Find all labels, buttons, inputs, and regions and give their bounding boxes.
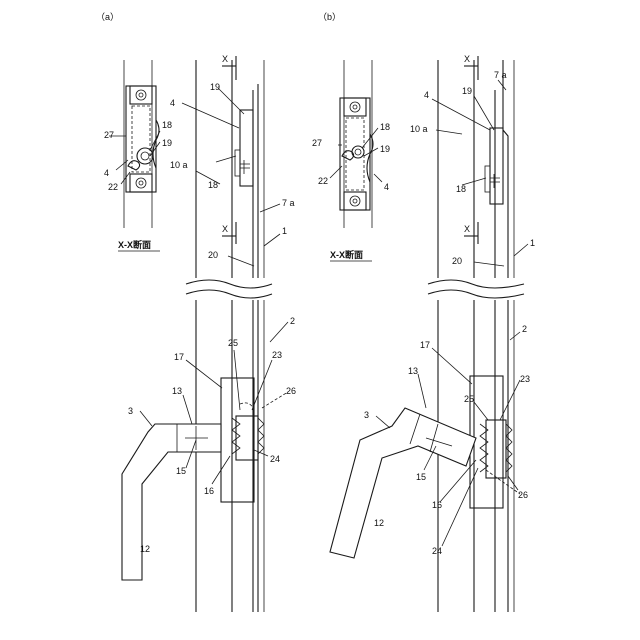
label-4-front-b: 4 (384, 182, 389, 192)
label-2-a: 2 (290, 316, 295, 326)
label-23-a: 23 (272, 350, 282, 360)
panel-a: （a） X X (96, 12, 296, 612)
label-18-side-a: 18 (208, 180, 218, 190)
label-25-a: 25 (228, 338, 238, 348)
label-2-b: 2 (522, 324, 527, 334)
labels-b: 7 a 4 19 10 a 27 18 19 22 4 18 1 20 2 17… (312, 70, 535, 556)
label-4-a: 4 (170, 98, 175, 108)
label-26-a: 26 (286, 386, 296, 396)
label-15-a: 15 (176, 466, 186, 476)
section-x-top-b: X (464, 54, 470, 64)
label-4-front-a: 4 (104, 168, 109, 178)
panel-a-tag: （a） (96, 12, 119, 22)
section-x-bottom-a: X (222, 224, 228, 234)
label-13-a: 13 (172, 386, 182, 396)
label-19-side-a: 19 (210, 82, 220, 92)
label-19-front-b: 19 (380, 144, 390, 154)
label-3-b: 3 (364, 410, 369, 420)
label-27-a: 27 (104, 130, 114, 140)
label-12-a: 12 (140, 544, 150, 554)
label-13-b: 13 (408, 366, 418, 376)
label-25-b: 25 (464, 394, 474, 404)
label-19-side-b: 19 (462, 86, 472, 96)
label-27-b: 27 (312, 138, 322, 148)
label-17-a: 17 (174, 352, 184, 362)
label-7a-b: 7 a (494, 70, 507, 80)
door-frame-a (186, 60, 272, 612)
label-20-a: 20 (208, 250, 218, 260)
section-x-bottom-b: X (464, 224, 470, 234)
label-18-side-b: 18 (456, 184, 466, 194)
label-23-b: 23 (520, 374, 530, 384)
latch-side-a (235, 110, 253, 186)
latch-side-b (485, 128, 503, 204)
label-20-b: 20 (452, 256, 462, 266)
label-4-b: 4 (424, 90, 429, 100)
panel-b: （b） X X (312, 12, 535, 612)
section-caption-a: X-X断面 (118, 239, 151, 250)
section-line-x-b: X X (464, 54, 478, 244)
label-26-b: 26 (518, 490, 528, 500)
section-line-x-a: X X (222, 54, 236, 244)
label-17-b: 17 (420, 340, 430, 350)
label-16-a: 16 (204, 486, 214, 496)
label-18-front-a: 18 (162, 120, 172, 130)
label-10a-b: 10 a (410, 124, 428, 134)
label-15-b: 15 (416, 472, 426, 482)
strike-plate-a (124, 60, 159, 228)
label-22-b: 22 (318, 176, 328, 186)
label-1-a: 1 (282, 226, 287, 236)
label-16-b: 16 (432, 500, 442, 510)
section-caption-b: X-X断面 (330, 249, 363, 260)
label-24-a: 24 (270, 454, 280, 464)
strike-plate-b (340, 60, 373, 228)
door-frame-b (428, 60, 524, 612)
label-22-a: 22 (108, 182, 118, 192)
label-24-b: 24 (432, 546, 442, 556)
label-3-a: 3 (128, 406, 133, 416)
label-19-front-a: 19 (162, 138, 172, 148)
label-18-front-b: 18 (380, 122, 390, 132)
label-10a-a: 10 a (170, 160, 188, 170)
label-12-b: 12 (374, 518, 384, 528)
label-1-b: 1 (530, 238, 535, 248)
label-7a-a: 7 a (282, 198, 295, 208)
section-x-top-a: X (222, 54, 228, 64)
panel-b-tag: （b） (318, 12, 341, 22)
